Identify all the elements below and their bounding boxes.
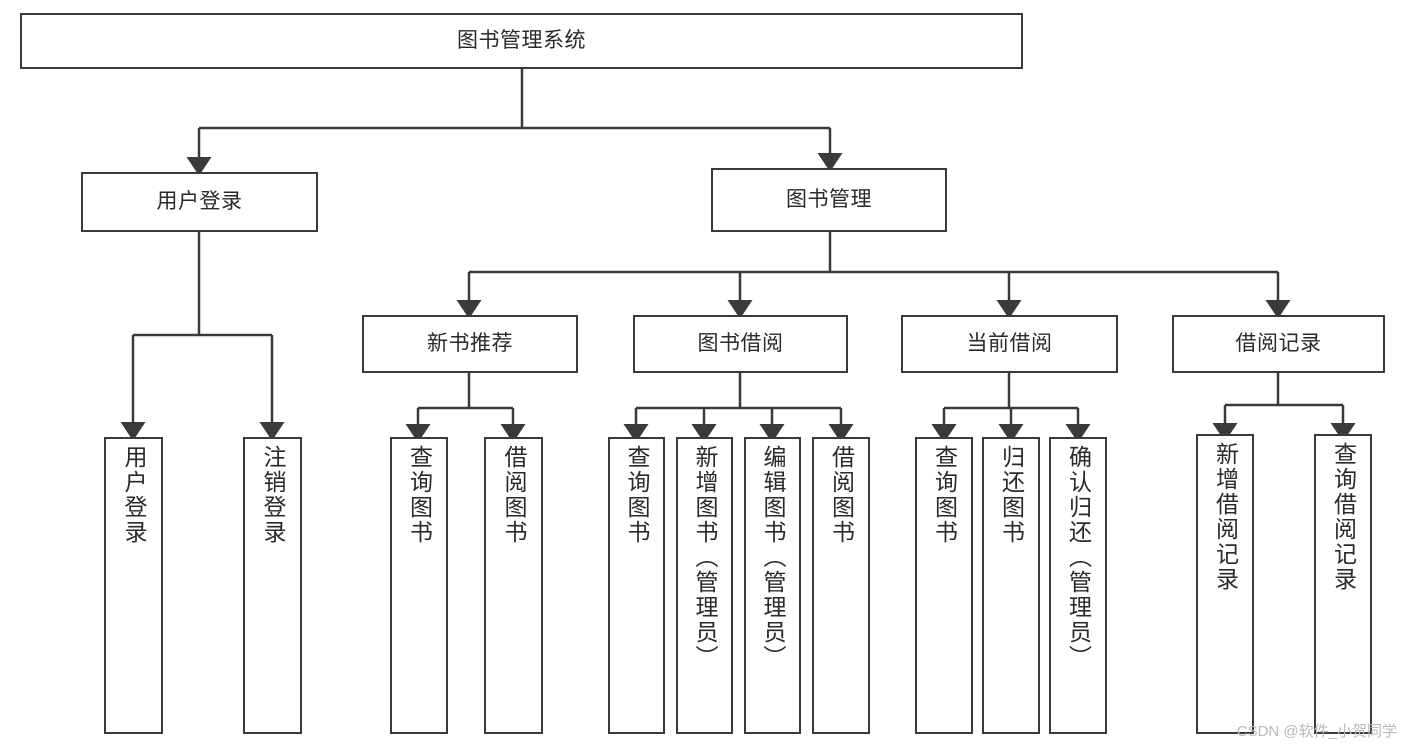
node-leaf-add-book-label: 新增图书（管理员） [692, 445, 718, 670]
node-leaf-user-login[interactable]: 用户登录 [104, 437, 163, 734]
node-book-borrow-label: 图书借阅 [697, 331, 784, 355]
node-current-borrow-label: 当前借阅 [966, 331, 1053, 355]
node-leaf-borrow-book-1-label: 借阅图书 [501, 445, 527, 545]
node-borrow-record-label: 借阅记录 [1235, 331, 1322, 355]
node-leaf-add-record[interactable]: 新增借阅记录 [1196, 434, 1254, 734]
node-borrow-record[interactable]: 借阅记录 [1172, 315, 1385, 373]
node-new-book-rec-label: 新书推荐 [427, 331, 513, 355]
node-leaf-confirm-return-label: 确认归还（管理员） [1065, 445, 1092, 670]
node-root-label: 图书管理系统 [457, 28, 586, 52]
node-new-book-rec[interactable]: 新书推荐 [362, 315, 578, 373]
node-leaf-edit-book-label: 编辑图书（管理员） [760, 445, 786, 670]
node-user-login-label: 用户登录 [156, 189, 243, 213]
node-leaf-query-record-label: 查询借阅记录 [1330, 442, 1357, 592]
node-leaf-logout[interactable]: 注销登录 [243, 437, 302, 734]
node-leaf-query-book-3[interactable]: 查询图书 [915, 437, 973, 734]
node-leaf-return-book-label: 归还图书 [998, 445, 1025, 545]
node-leaf-return-book[interactable]: 归还图书 [982, 437, 1040, 734]
node-leaf-query-book-2-label: 查询图书 [624, 445, 650, 545]
node-leaf-borrow-book-2[interactable]: 借阅图书 [812, 437, 870, 734]
node-leaf-borrow-book-1[interactable]: 借阅图书 [484, 437, 543, 734]
node-book-manage-label: 图书管理 [786, 187, 872, 211]
node-book-manage[interactable]: 图书管理 [711, 168, 947, 232]
node-book-borrow[interactable]: 图书借阅 [633, 315, 848, 373]
node-leaf-query-book-3-label: 查询图书 [931, 445, 958, 545]
node-leaf-logout-label: 注销登录 [260, 445, 286, 545]
node-user-login[interactable]: 用户登录 [81, 172, 318, 232]
node-leaf-query-record[interactable]: 查询借阅记录 [1314, 434, 1372, 734]
node-leaf-borrow-book-2-label: 借阅图书 [828, 445, 855, 545]
node-leaf-query-book-1[interactable]: 查询图书 [390, 437, 448, 734]
node-leaf-user-login-label: 用户登录 [121, 445, 147, 545]
node-root[interactable]: 图书管理系统 [20, 13, 1023, 69]
node-leaf-confirm-return[interactable]: 确认归还（管理员） [1049, 437, 1107, 734]
node-leaf-query-book-1-label: 查询图书 [406, 445, 433, 545]
node-current-borrow[interactable]: 当前借阅 [901, 315, 1118, 373]
node-leaf-edit-book[interactable]: 编辑图书（管理员） [744, 437, 801, 734]
node-leaf-query-book-2[interactable]: 查询图书 [608, 437, 665, 734]
node-leaf-add-record-label: 新增借阅记录 [1212, 442, 1239, 592]
node-leaf-add-book[interactable]: 新增图书（管理员） [676, 437, 733, 734]
